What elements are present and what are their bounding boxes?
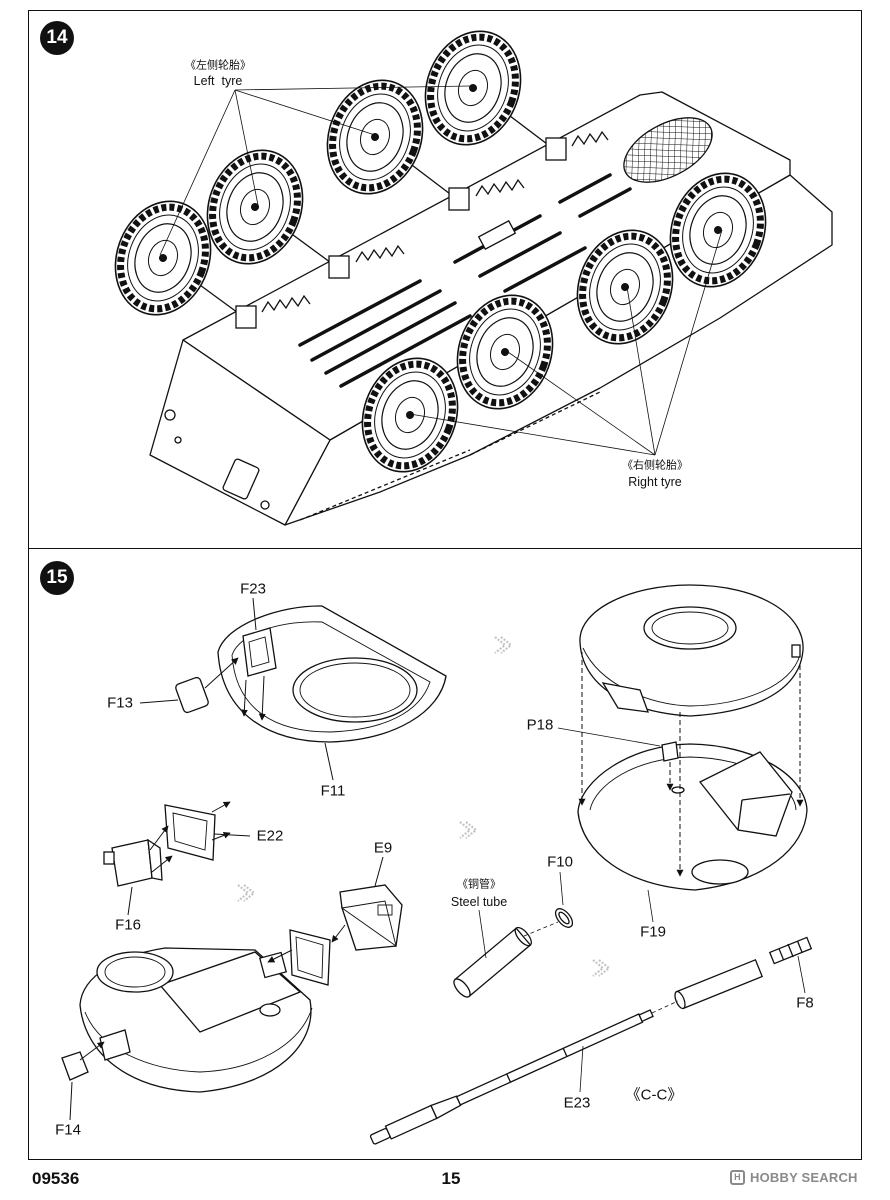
left-tyre-leaders <box>159 85 471 256</box>
lower-turret-arrows <box>69 856 384 1121</box>
part-label-f19: F19 <box>640 923 666 941</box>
part-label-e22: E22 <box>256 827 284 845</box>
part-label-f11: F11 <box>320 782 346 800</box>
belly-hatch <box>478 220 516 250</box>
part-f10 <box>554 908 574 928</box>
steel-tube-label-en: Steel tube <box>450 894 508 909</box>
part-e22 <box>164 804 216 861</box>
steel-tube <box>453 926 532 998</box>
watermark-logo-icon: H <box>730 1170 745 1185</box>
section-label-cc: 《C-C》 <box>625 1086 683 1104</box>
page-frame <box>28 10 862 1160</box>
hull-lower-detail <box>299 391 601 521</box>
part-label-p18: P18 <box>526 716 554 734</box>
step-15-badge: 15 <box>40 561 74 595</box>
flow-arrow-2 <box>458 820 478 840</box>
hobby-search-watermark: H HOBBY SEARCH <box>730 1170 858 1185</box>
part-label-f14: F14 <box>55 1121 81 1139</box>
part-e22-fitted <box>289 929 331 986</box>
flow-arrow-4 <box>591 958 611 978</box>
part-label-e9: E9 <box>373 839 393 857</box>
part-f8 <box>768 936 813 965</box>
page-number: 15 <box>441 1169 461 1188</box>
watermark-text: HOBBY SEARCH <box>750 1170 858 1185</box>
barrel-sleeve <box>674 958 764 1010</box>
f11-assembly-arrows <box>139 597 334 781</box>
step-divider <box>28 548 862 549</box>
part-p18 <box>661 741 679 762</box>
right-tyre-label-en: Right tyre <box>628 474 682 489</box>
flow-arrow-1 <box>493 635 513 655</box>
right-tyre-label-cn: 《右侧轮胎》 <box>622 459 688 472</box>
left-tyre-label-cn: 《左侧轮胎》 <box>185 59 251 72</box>
part-label-f8: F8 <box>796 994 814 1012</box>
part-label-f10: F10 <box>547 853 573 871</box>
part-f23 <box>242 627 277 677</box>
belly-slots <box>298 173 632 388</box>
part-label-e23: E23 <box>563 1094 591 1112</box>
turret-top-plate-f11 <box>217 605 447 743</box>
flow-arrow-3 <box>236 883 256 903</box>
part-f16 <box>103 838 163 887</box>
rear-grate <box>623 117 713 183</box>
part-label-f13: F13 <box>107 694 133 712</box>
part-label-f16: F16 <box>115 916 141 934</box>
left-tyre-label-en: Left tyre <box>193 73 243 88</box>
gun-barrel-e23 <box>369 1009 654 1145</box>
turret-lower-assembly <box>79 947 313 1093</box>
right-tyre-leaders <box>409 229 723 456</box>
steel-tube-label-cn: 《铜管》 <box>457 878 501 891</box>
f19-dashed-guides <box>578 652 804 877</box>
part-e9 <box>339 884 403 951</box>
turret-assembly-f19 <box>577 584 808 891</box>
product-code: 09536 <box>32 1169 80 1188</box>
e22-assembly-arrows <box>127 801 251 916</box>
part-f13 <box>175 676 209 714</box>
front-plate <box>149 339 331 526</box>
part-label-f23: F23 <box>240 580 266 598</box>
part-f14 <box>61 1051 89 1081</box>
front-hatch <box>222 458 260 500</box>
left-tyre-4 <box>410 18 536 158</box>
step-14-badge: 14 <box>40 21 74 55</box>
